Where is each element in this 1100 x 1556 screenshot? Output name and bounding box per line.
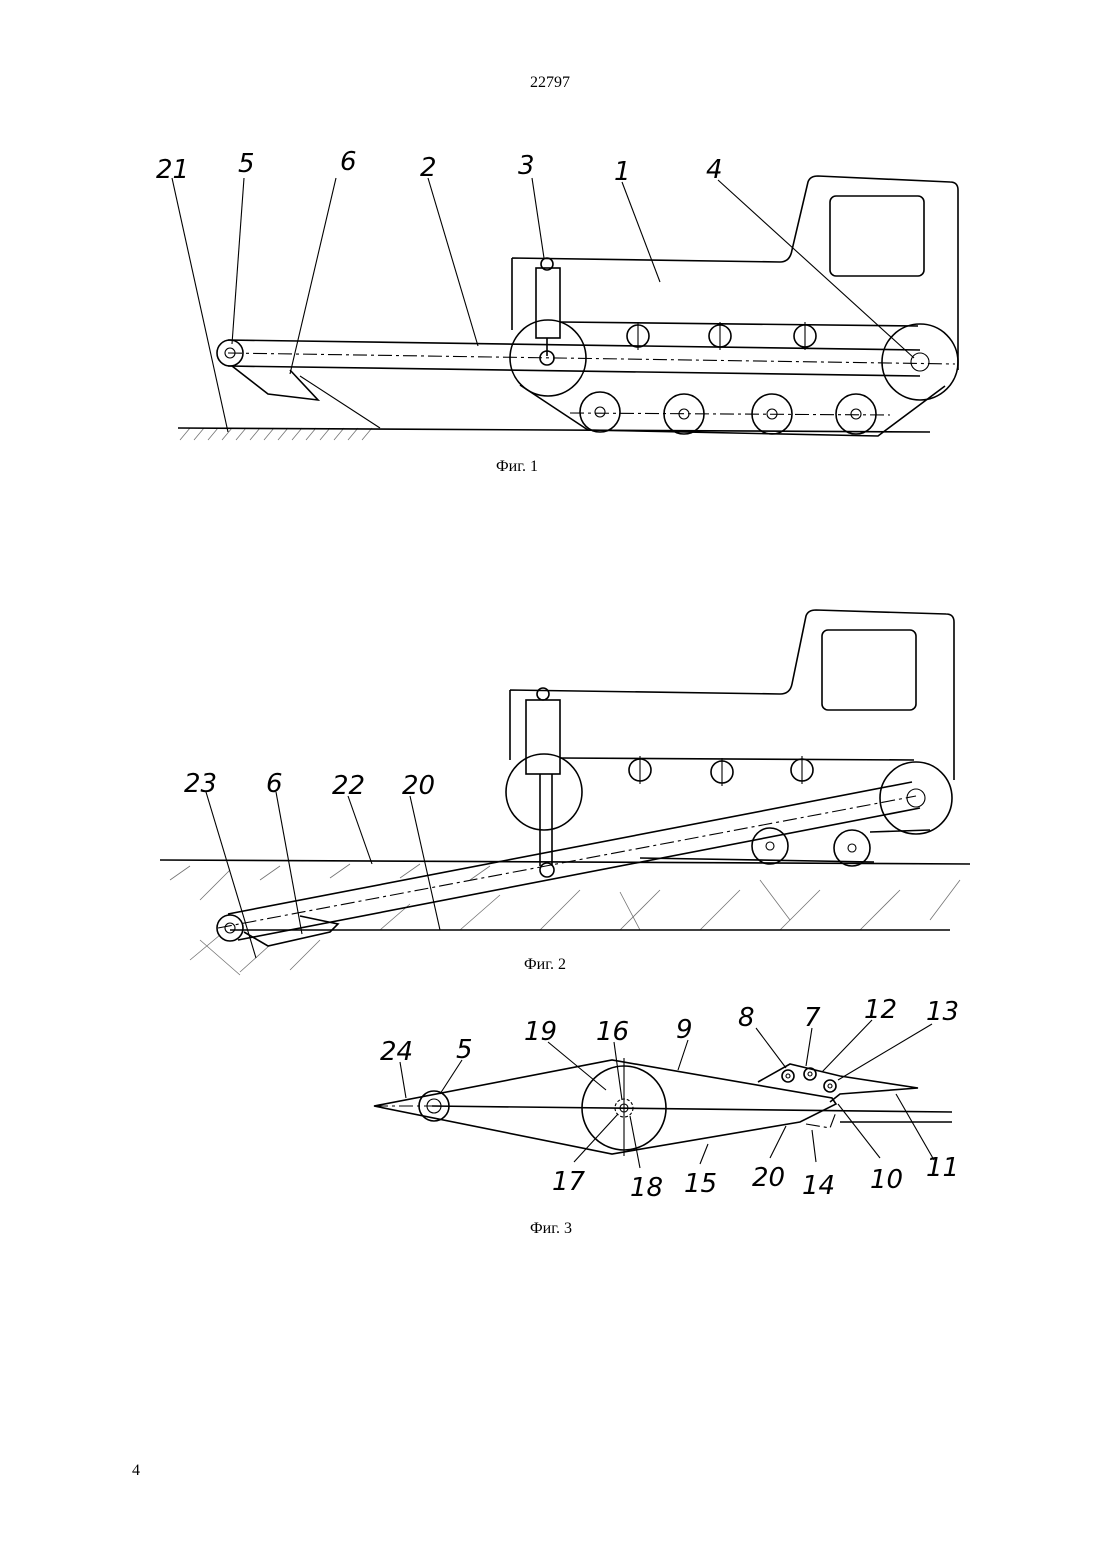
label-4: 4 [706, 155, 723, 185]
label-8: 8 [738, 1003, 755, 1033]
label-15: 15 [684, 1169, 717, 1199]
label-13: 13 [926, 997, 959, 1027]
label-9: 9 [676, 1015, 693, 1045]
label-23: 23 [184, 769, 217, 799]
bracket-11 [758, 1064, 918, 1102]
cab-window-2 [822, 630, 916, 710]
front-wheel-2 [506, 754, 582, 830]
label-11: 11 [926, 1153, 959, 1183]
label-21: 21 [156, 155, 189, 185]
hydraulic-cylinder-2 [526, 700, 560, 774]
label-1: 1 [614, 157, 631, 187]
cab-window [830, 196, 924, 276]
label-6: 6 [340, 147, 357, 177]
track-upper-run [560, 322, 918, 326]
frame-beam [228, 340, 920, 376]
figure-1-drawing: 21 5 6 2 3 1 4 [156, 147, 958, 440]
label-5: 5 [238, 149, 255, 179]
label-6-fig2: 6 [266, 769, 283, 799]
figure-2-drawing: 23 6 22 20 [160, 610, 970, 975]
road-wheels [570, 392, 890, 434]
track-lower-run [520, 385, 945, 436]
label-3: 3 [518, 151, 535, 181]
rod-upper [432, 1106, 952, 1112]
label-7: 7 [804, 1003, 821, 1033]
figure-3-drawing: 24 5 19 16 9 8 7 12 13 17 18 15 20 14 10… [374, 995, 959, 1203]
pins-7-8-12 [782, 1068, 836, 1092]
page-number: 4 [132, 1462, 140, 1480]
label-16: 16 [596, 1017, 629, 1047]
tractor-body-outline [512, 176, 958, 370]
figure-2-caption: Фиг. 2 [524, 956, 566, 974]
rear-wheel-2 [880, 762, 952, 834]
ground-hatch [180, 428, 372, 440]
leader-lines-fig3 [400, 1020, 934, 1168]
label-17: 17 [552, 1167, 586, 1197]
blade-body [374, 1060, 836, 1154]
label-2: 2 [420, 153, 437, 183]
label-22: 22 [332, 771, 365, 801]
ground-line [178, 428, 930, 432]
knife-2 [244, 916, 338, 946]
knife [232, 366, 318, 400]
label-5-fig3: 5 [456, 1035, 473, 1065]
label-10: 10 [870, 1165, 903, 1195]
label-14: 14 [802, 1171, 835, 1201]
rear-wheel [882, 324, 958, 400]
leader-lines-fig1 [172, 178, 914, 432]
figure-1-caption: Фиг. 1 [496, 458, 538, 476]
label-24: 24 [380, 1037, 413, 1067]
label-20: 20 [402, 771, 435, 801]
figure-3-caption: Фиг. 3 [530, 1220, 572, 1238]
label-19: 19 [524, 1017, 557, 1047]
hydraulic-cylinder [536, 268, 560, 338]
label-12: 12 [864, 995, 897, 1025]
label-20-fig3: 20 [752, 1163, 785, 1193]
support-rollers-2 [629, 756, 813, 786]
tractor-body-outline-2 [510, 610, 954, 780]
label-18: 18 [630, 1173, 663, 1203]
